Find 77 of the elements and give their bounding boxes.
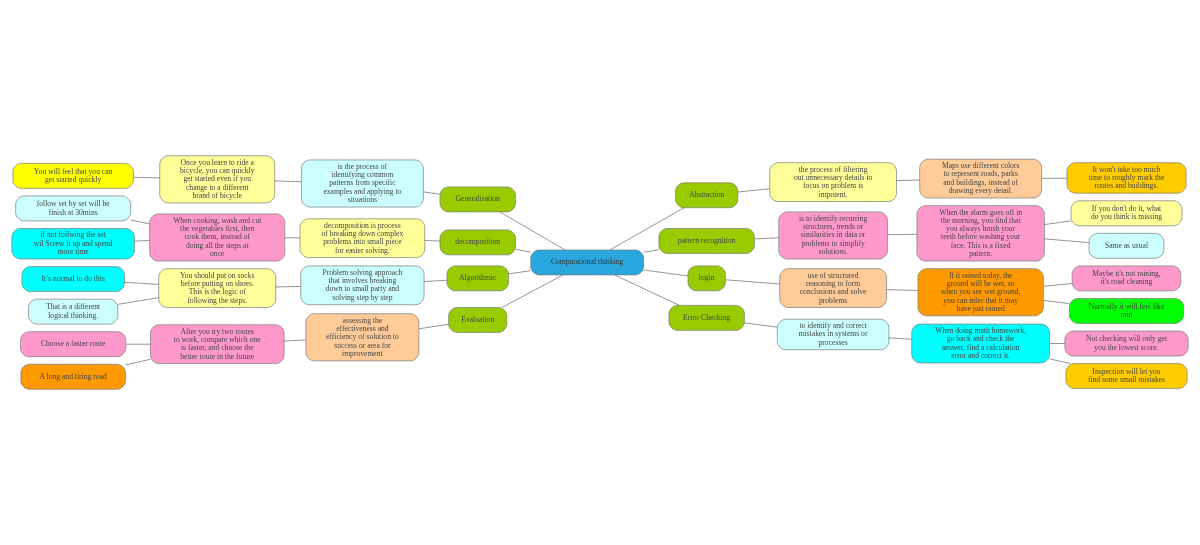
node-box: When doing math homework, go back and check the answer, find a calculation error and correct it. bbox=[911, 323, 1050, 364]
connector bbox=[1044, 238, 1090, 243]
node-box: Once you learn to ride a bicycle, you can quickly get started even if you change to a different brand of bicycle bbox=[159, 155, 276, 204]
node-box: assessing the effectiveness and efficiency of solution to success or area for improvement bbox=[305, 313, 420, 362]
connector bbox=[130, 219, 150, 225]
connector bbox=[499, 211, 566, 251]
connector bbox=[1043, 283, 1073, 287]
connector bbox=[501, 274, 564, 308]
node-box: is the process of identifying common patterns from specific examples and applying to situations bbox=[301, 159, 424, 208]
node-box: Normally it will feel like rain bbox=[1069, 298, 1184, 324]
node-box: login bbox=[687, 265, 726, 292]
node-box: Generalisation bbox=[439, 186, 516, 213]
node-box: if not foilwing the set wil Screw it up and spend more time bbox=[11, 228, 135, 260]
connector bbox=[725, 279, 780, 285]
node-box: decomposition is process of breaking down complex problems into small piece for easier solving. bbox=[299, 218, 426, 258]
connector bbox=[1049, 358, 1071, 364]
connector bbox=[125, 358, 151, 366]
node-box: Error Checking bbox=[668, 305, 745, 331]
connector bbox=[737, 188, 770, 193]
node-box: It won't take too much time to roughly mark the routes and buildings. bbox=[1066, 162, 1187, 194]
node-box: Same as usual bbox=[1088, 233, 1165, 259]
node-box: to identify and correct mistakes in systems or processes bbox=[777, 318, 890, 351]
connector bbox=[134, 240, 150, 242]
node-box: Computational thinking bbox=[530, 249, 644, 276]
node-box: You will feel that you can get started quickly bbox=[12, 163, 134, 189]
connector bbox=[423, 191, 441, 195]
connector bbox=[284, 237, 301, 239]
connector bbox=[1041, 177, 1068, 179]
node-box: use of structured reasoning to form conclusions and solve problems bbox=[779, 268, 887, 308]
node-box: Inspection will let you find some small mistakes bbox=[1065, 363, 1188, 389]
node-box: Evaluation bbox=[448, 307, 508, 333]
node-box: Choose a faster route bbox=[20, 331, 127, 357]
connector bbox=[614, 274, 680, 306]
connector bbox=[643, 249, 660, 253]
connector bbox=[1043, 299, 1070, 304]
connector bbox=[515, 248, 532, 253]
node-box: Abstraction bbox=[675, 182, 739, 209]
connector bbox=[609, 207, 685, 251]
connector bbox=[508, 270, 531, 275]
node-box: If it rained today, the ground will be wet, so when you see wet ground, you can infer that it may have just rained bbox=[917, 268, 1044, 317]
node-box: A long and tiring road bbox=[20, 363, 126, 390]
node-box: is to identify recurring structures, trends or similarities in data or problems to simplify solutions. bbox=[778, 211, 888, 260]
node-box: You should put on socks before putting on shoes. This is the logic of following the steps. bbox=[158, 268, 277, 308]
connector bbox=[117, 297, 159, 305]
connector bbox=[424, 240, 441, 242]
node-box: Problem solving approach that involves breaking down to small party and solving step by step bbox=[300, 265, 425, 306]
connector bbox=[275, 286, 302, 288]
connector bbox=[133, 176, 160, 179]
connector bbox=[887, 233, 918, 236]
node-box: Maybe it's not raining, it's road cleaning bbox=[1071, 265, 1182, 292]
connector bbox=[1044, 220, 1072, 225]
connector bbox=[643, 269, 689, 277]
node-box: Maps use different colors to represent roads, parks and buildings, instead of drawing every detail. bbox=[919, 158, 1042, 199]
node-box: pattern recognition bbox=[658, 228, 755, 254]
connector bbox=[896, 179, 920, 181]
connector bbox=[1049, 343, 1065, 344]
connector bbox=[423, 279, 447, 282]
connector bbox=[124, 281, 160, 285]
node-box: decomposition bbox=[439, 229, 516, 256]
connector bbox=[754, 237, 779, 240]
connector bbox=[283, 339, 307, 342]
node-box: If you don't do it, what do you think is missing bbox=[1070, 200, 1183, 227]
connector bbox=[125, 343, 151, 345]
node-box: the process of filtering out unnecessary details to focus on problem is impotent. bbox=[769, 162, 897, 202]
connector bbox=[744, 322, 778, 328]
node-box: After you try two routes to work, compare which one is faster, and choose the better route in the future bbox=[150, 324, 285, 364]
connector bbox=[274, 180, 302, 183]
connector bbox=[418, 323, 449, 330]
connector bbox=[888, 337, 912, 340]
node-box: When the alarm goes off in the morning, you find that you always brush your teeth before washing your face. This is a fixed pattern. bbox=[916, 205, 1045, 262]
node-box: It’s normal to do this bbox=[21, 266, 125, 292]
node-box: Not checking will only get you the lowest score. bbox=[1064, 330, 1189, 357]
node-box: follow set by set will be finish at 30mins bbox=[15, 195, 131, 222]
connector bbox=[886, 289, 919, 291]
node-box: When cooking, wash and cut the vegetables first, then cook them, instead of doing all the steps at once bbox=[149, 213, 286, 262]
node-box: That is a different logical thinking. bbox=[28, 298, 119, 325]
node-box: Algorithmic bbox=[446, 265, 509, 292]
